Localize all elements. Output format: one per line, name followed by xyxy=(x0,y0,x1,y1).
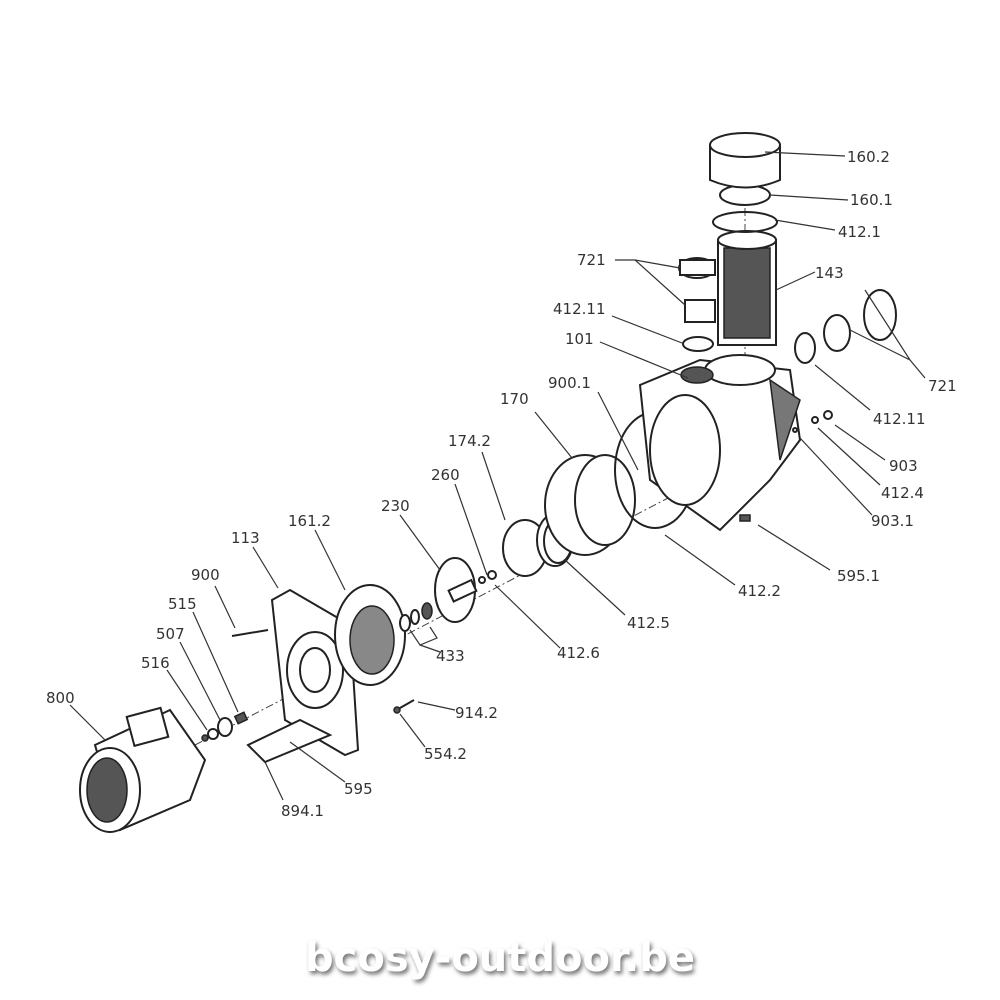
label-721-top: 721 xyxy=(577,251,606,269)
diffuser-170 xyxy=(544,454,636,556)
seal-plate-161-2 xyxy=(334,584,406,686)
label-433: 433 xyxy=(436,647,465,665)
diffuser-guide-174-2 xyxy=(502,513,574,577)
label-721-right: 721 xyxy=(928,377,957,395)
label-412-11-right: 412.11 xyxy=(873,410,926,428)
label-412-4: 412.4 xyxy=(881,484,924,502)
label-800: 800 xyxy=(46,689,75,707)
label-903: 903 xyxy=(889,457,918,475)
label-595: 595 xyxy=(344,780,373,798)
watermark: bcosy-outdoor.be xyxy=(305,935,695,981)
small-parts-left xyxy=(201,629,269,742)
seal-433 xyxy=(399,602,433,632)
label-412-5: 412.5 xyxy=(627,614,670,632)
label-515: 515 xyxy=(168,595,197,613)
impeller-230 xyxy=(434,557,497,623)
union-721-right xyxy=(739,289,897,522)
label-230: 230 xyxy=(381,497,410,515)
leader-lines xyxy=(69,151,926,801)
label-903-1: 903.1 xyxy=(871,512,914,530)
label-101: 101 xyxy=(565,330,594,348)
label-412-11-top: 412.11 xyxy=(553,300,606,318)
label-412-1: 412.1 xyxy=(838,223,881,241)
strainer-lid-parts xyxy=(709,132,781,233)
label-900: 900 xyxy=(191,566,220,584)
label-554-2: 554.2 xyxy=(424,745,467,763)
label-507: 507 xyxy=(156,625,185,643)
union-721-top xyxy=(678,257,716,352)
label-260: 260 xyxy=(431,466,460,484)
label-412-6: 412.6 xyxy=(557,644,600,662)
label-900-1: 900.1 xyxy=(548,374,591,392)
label-143: 143 xyxy=(815,264,844,282)
bolts xyxy=(393,699,415,714)
pump-housing-101 xyxy=(638,354,802,532)
part-labels: 160.2 160.1 412.1 721 143 412.11 101 900… xyxy=(46,148,957,820)
label-161-2: 161.2 xyxy=(288,512,331,530)
assembly-axis xyxy=(194,449,761,746)
label-170: 170 xyxy=(500,390,529,408)
label-595-1: 595.1 xyxy=(837,567,880,585)
motor-800 xyxy=(79,706,207,833)
label-174-2: 174.2 xyxy=(448,432,491,450)
strainer-basket-143 xyxy=(717,230,777,346)
label-113: 113 xyxy=(231,529,260,547)
label-894-1: 894.1 xyxy=(281,802,324,820)
label-160-2: 160.2 xyxy=(847,148,890,166)
label-516: 516 xyxy=(141,654,170,672)
label-914-2: 914.2 xyxy=(455,704,498,722)
label-412-2: 412.2 xyxy=(738,582,781,600)
label-160-1: 160.1 xyxy=(850,191,893,209)
